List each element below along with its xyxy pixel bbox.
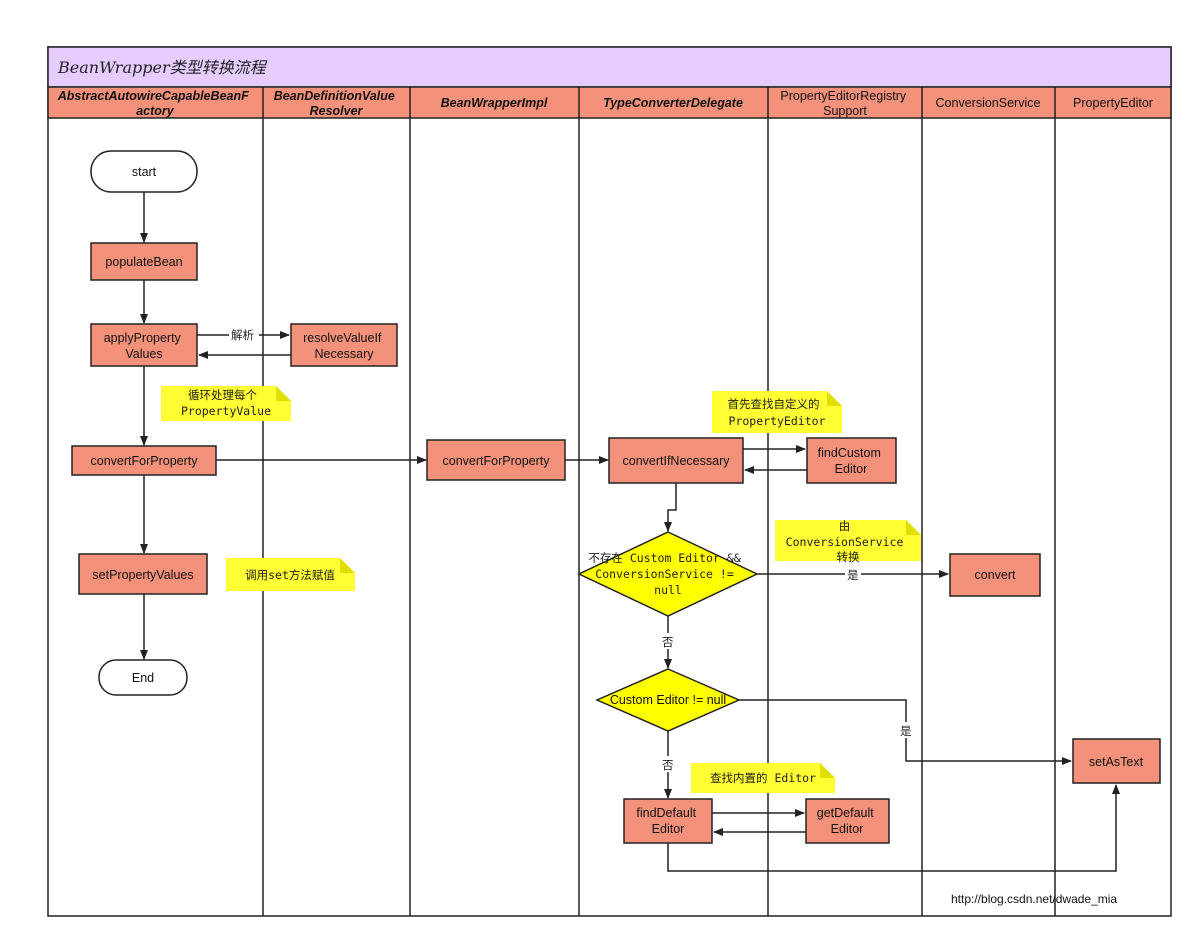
note-cs-label: 由 ConversionService 转换 bbox=[786, 519, 911, 564]
node-populate-bean-label: populateBean bbox=[105, 255, 182, 269]
note-fold bbox=[906, 520, 921, 535]
node-apply-property-values bbox=[90, 323, 198, 367]
edge-label-parse: 解析 bbox=[231, 328, 254, 342]
lane-header-conversion-service: ConversionService bbox=[936, 96, 1041, 110]
note-loop-label: 循环处理每个 PropertyValue bbox=[181, 388, 271, 418]
note-set-label: 调用set方法赋值 bbox=[245, 568, 335, 582]
lane-header-property-editor: PropertyEditor bbox=[1073, 96, 1153, 110]
note-loop: 循环处理每个 PropertyValue bbox=[161, 386, 291, 421]
watermark-url: http://blog.csdn.net/dwade_mia bbox=[951, 892, 1117, 906]
node-end bbox=[98, 659, 188, 696]
node-convert-if-necessary-label: convertIfNecessary bbox=[623, 454, 731, 468]
lane-header-bean-wrapper-impl: BeanWrapperImpl bbox=[441, 96, 548, 110]
edge-label-bg bbox=[660, 756, 676, 772]
edge-find-default-to-set-as-text bbox=[667, 784, 1120, 872]
edge-label-bg bbox=[229, 326, 259, 342]
note-builtin: 查找内置的 Editor bbox=[691, 763, 835, 793]
node-resolve-value-if-necessary bbox=[290, 323, 398, 367]
node-convert-if-necessary bbox=[608, 437, 744, 484]
lane-header-type-converter-delegate: TypeConverterDelegate bbox=[603, 96, 743, 110]
node-find-default-editor bbox=[623, 798, 713, 844]
note-body bbox=[691, 763, 835, 793]
node-set-property-values bbox=[78, 553, 208, 595]
node-convert-for-property-bean-wrapper-label: convertForProperty bbox=[443, 454, 551, 468]
node-decision-custom-editor-not-null-label: Custom Editor != null bbox=[610, 693, 726, 707]
edge-label-yes-set-as-text: 是 bbox=[900, 724, 912, 738]
node-decision-no-custom-editor bbox=[577, 531, 759, 617]
lane-header-abstract-autowire-capable-bean-factory: AbstractAutowireCapableBeanF actory bbox=[57, 89, 253, 118]
note-fold bbox=[276, 386, 291, 401]
lane-header-property-editor-registry-support: PropertyEditorRegistry Support bbox=[780, 89, 909, 118]
node-set-as-text-label: setAsText bbox=[1089, 755, 1144, 769]
edge-label-no-find-default: 否 bbox=[662, 758, 674, 772]
note-custom: 首先查找自定义的 PropertyEditor bbox=[712, 391, 842, 433]
node-start-label: start bbox=[132, 165, 157, 179]
note-fold bbox=[827, 391, 842, 406]
node-convert bbox=[949, 553, 1041, 597]
node-decision-no-custom-editor-label: 不存在 Custom Editor && ConversionService !… bbox=[588, 551, 747, 597]
note-fold bbox=[340, 558, 355, 573]
node-resolve-value-if-necessary-label: resolveValueIf Necessary bbox=[303, 331, 385, 361]
note-set: 调用set方法赋值 bbox=[226, 558, 355, 591]
note-builtin-label: 查找内置的 Editor bbox=[710, 771, 816, 785]
node-get-default-editor-label: getDefault Editor bbox=[817, 806, 877, 836]
node-convert-for-property-factory-label: convertForProperty bbox=[91, 454, 199, 468]
note-custom-label: 首先查找自定义的 PropertyEditor bbox=[728, 397, 827, 428]
note-body bbox=[161, 386, 291, 421]
node-find-custom-editor-label: findCustom Editor bbox=[818, 446, 885, 476]
node-end-label: End bbox=[132, 671, 154, 685]
node-convert-for-property-bean-wrapper bbox=[426, 439, 566, 481]
edge-label-bg bbox=[845, 566, 861, 582]
note-fold bbox=[820, 763, 835, 778]
node-apply-property-values-label: applyProperty Values bbox=[104, 331, 185, 361]
lane-header-bean-definition-value-resolver: BeanDefinitionValue Resolver bbox=[274, 89, 399, 118]
note-body bbox=[712, 391, 842, 433]
node-start bbox=[90, 150, 198, 193]
node-convert-label: convert bbox=[975, 568, 1017, 582]
node-convert-for-property-factory bbox=[71, 445, 217, 476]
note-cs: 由 ConversionService 转换 bbox=[775, 519, 921, 564]
node-set-as-text bbox=[1072, 738, 1161, 784]
title-bar bbox=[47, 46, 1172, 88]
node-find-default-editor-label: findDefault Editor bbox=[636, 806, 699, 836]
edge-label-no-decision2: 否 bbox=[662, 635, 674, 649]
edge-convert-if-necessary-to-decision1 bbox=[664, 483, 677, 532]
edge-label-yes-convert: 是 bbox=[847, 568, 859, 582]
lane-header-band bbox=[47, 86, 1172, 119]
node-decision-custom-editor-not-null bbox=[595, 668, 741, 732]
note-body bbox=[226, 558, 355, 591]
node-populate-bean bbox=[90, 242, 198, 281]
note-body bbox=[775, 520, 921, 561]
diagram-title: BeanWrapper类型转换流程 bbox=[57, 58, 268, 77]
node-set-property-values-label: setPropertyValues bbox=[92, 568, 193, 582]
node-find-custom-editor bbox=[806, 437, 897, 484]
edge-label-bg bbox=[660, 633, 676, 649]
node-get-default-editor bbox=[805, 798, 890, 844]
edge-label-bg bbox=[898, 722, 914, 738]
